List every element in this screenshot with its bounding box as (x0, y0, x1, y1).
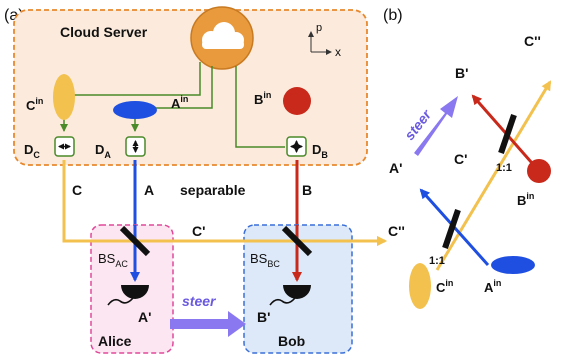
cloud-icon (190, 6, 254, 70)
label-da: DA (95, 142, 111, 160)
ratio-upper-label: 1:1 (496, 162, 512, 174)
axis-p-label: p (316, 22, 322, 34)
panel-b-label: (b) (383, 7, 403, 24)
panel-b-source-a-in (491, 256, 535, 274)
beam-splitter-bc (281, 225, 313, 257)
panel-b-c-prime-label: C' (454, 151, 467, 167)
cloud-server-title: Cloud Server (60, 24, 148, 40)
detector-alice (107, 285, 149, 306)
beam-c-dprime-label: C'' (388, 223, 405, 239)
device-da (125, 136, 146, 157)
panel-a: (a) Cloud Server p x Cin (4, 6, 405, 354)
panel-b: (b) 1:1 1:1 steer B' C'' C' A' Bin Cin A… (383, 7, 552, 309)
panel-b-a-in-label: Ain (484, 278, 501, 295)
label-a-in: Ain (171, 94, 188, 111)
detector-bob (269, 285, 311, 306)
source-a-in (113, 101, 157, 119)
panel-b-c-in-label: Cin (436, 278, 453, 295)
alice-label: Alice (98, 333, 132, 349)
beam-a-label: A (144, 182, 154, 198)
panel-b-a-prime-label: A' (389, 160, 402, 176)
panel-b-beam-c (435, 80, 552, 271)
label-c-in: Cin (26, 96, 43, 113)
axis-x-label: x (335, 45, 341, 59)
bs-bc-label: BSBC (250, 251, 280, 269)
panel-b-source-b-in (527, 159, 551, 183)
axes-indicator: p x (308, 22, 341, 59)
device-dc (54, 136, 75, 157)
label-b-in: Bin (254, 90, 271, 107)
detector-b-prime-label: B' (257, 309, 270, 325)
beam-splitter-ac (119, 225, 151, 257)
panel-b-source-c-in (409, 263, 431, 309)
label-dc: DC (24, 142, 40, 160)
separable-label: separable (180, 182, 246, 198)
device-db (286, 136, 307, 157)
panel-b-b-prime-label: B' (455, 65, 468, 81)
panel-b-splitter-lower (442, 209, 461, 249)
source-b-in (283, 87, 311, 115)
ratio-lower-label: 1:1 (429, 255, 445, 267)
label-db: DB (312, 142, 328, 160)
panel-b-splitter-upper (498, 114, 517, 154)
beam-c-prime-label: C' (192, 223, 205, 239)
panel-b-steer-arrow (414, 96, 458, 156)
panel-b-c-dprime-label: C'' (524, 33, 541, 49)
cloud-server-box (13, 9, 368, 166)
beam-c-label: C (72, 182, 82, 198)
source-c-in (53, 74, 75, 120)
beam-b-label: B (302, 182, 312, 198)
panel-b-b-in-label: Bin (517, 191, 534, 208)
steer-label-a: steer (182, 293, 217, 309)
detector-a-prime-label: A' (138, 309, 151, 325)
bs-ac-label: BSAC (98, 251, 128, 269)
bob-label: Bob (278, 333, 305, 349)
steer-arrow-a (170, 311, 246, 337)
